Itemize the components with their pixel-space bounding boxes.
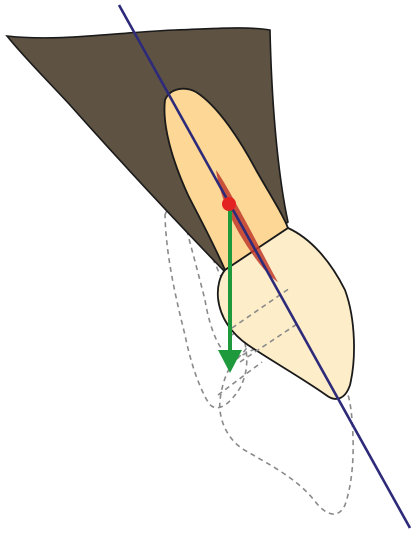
center-of-resistance-point xyxy=(222,197,236,211)
